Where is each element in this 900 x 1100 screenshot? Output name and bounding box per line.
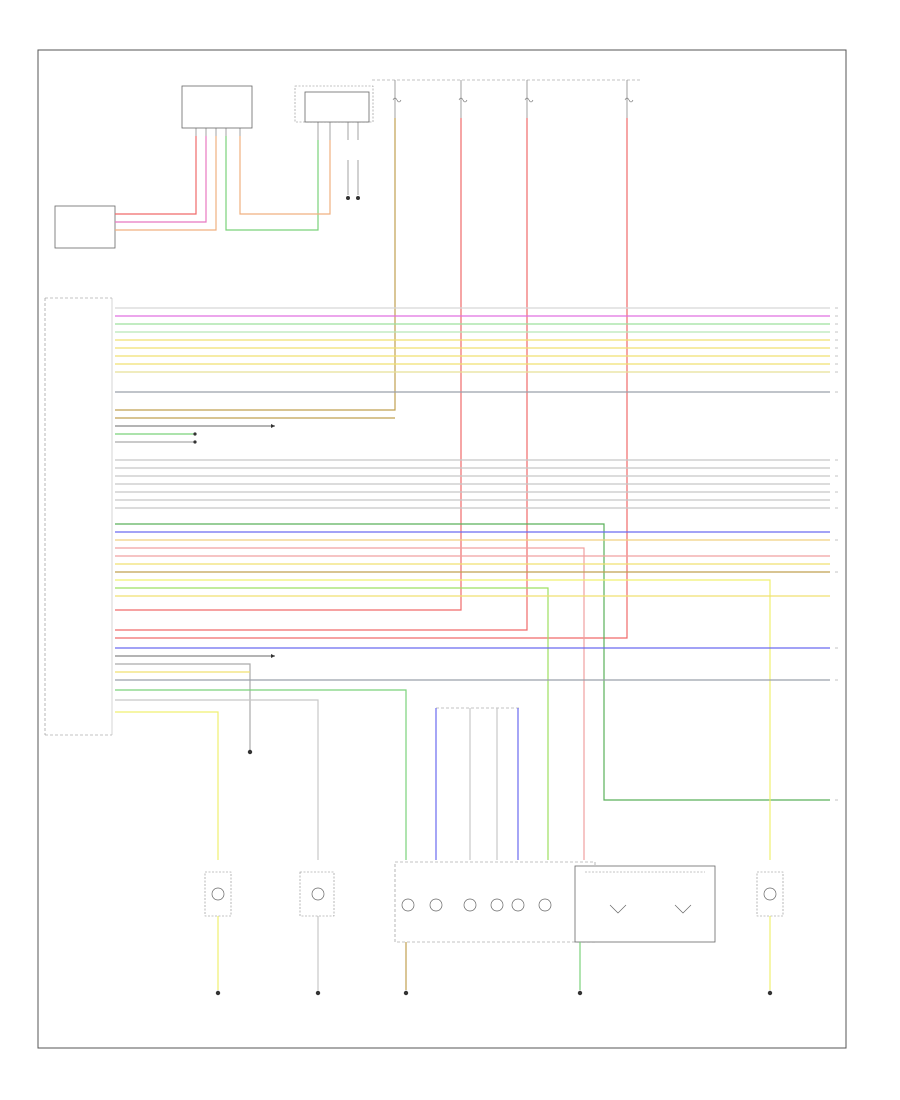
top-left-component bbox=[181, 85, 253, 136]
top-center-component bbox=[294, 85, 374, 200]
bottom-cluster-component bbox=[394, 861, 596, 943]
fuse-group bbox=[372, 79, 640, 118]
right-module-component bbox=[574, 865, 716, 943]
main-module-bracket bbox=[44, 297, 113, 736]
lamp-center bbox=[299, 871, 335, 990]
bus-arrows bbox=[193, 424, 275, 658]
bus-wires bbox=[115, 307, 830, 860]
ground-symbols bbox=[215, 749, 773, 996]
bottom-connector-group bbox=[435, 707, 520, 860]
lamp-left bbox=[204, 871, 232, 990]
lamp-right bbox=[756, 871, 784, 990]
side-sensor-component bbox=[54, 205, 116, 249]
bus-terminal-ticks bbox=[835, 307, 838, 801]
diagram-frame bbox=[37, 49, 847, 1049]
top-wires bbox=[115, 118, 628, 639]
